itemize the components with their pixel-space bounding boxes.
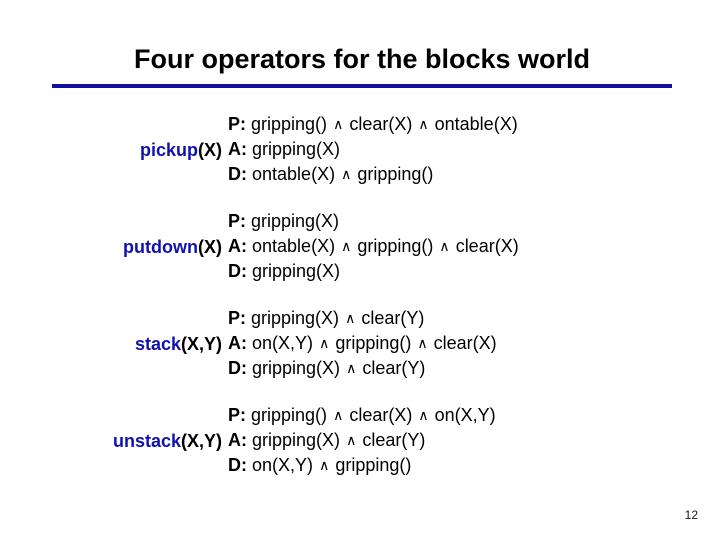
- conjunction-icon: ∧: [319, 335, 330, 351]
- conjunction-icon: ∧: [418, 116, 429, 132]
- conjunction-icon: ∧: [439, 238, 450, 254]
- predicate-term: gripping(X): [252, 261, 341, 281]
- add-list-line: A: gripping(X) ∧ clear(Y): [228, 428, 720, 453]
- delete-list-line: D: ontable(X) ∧ gripping(): [228, 162, 720, 187]
- operator-effects: P: gripping() ∧ clear(X) ∧ on(X,Y)A: gri…: [228, 403, 720, 478]
- predicate-term: gripping(X): [252, 139, 341, 159]
- effect-label: A:: [228, 236, 247, 256]
- predicate-term: ontable(X): [252, 164, 336, 184]
- predicate-term: on(X,Y): [252, 455, 314, 475]
- predicate-term: clear(Y): [362, 358, 426, 378]
- effect-label: P:: [228, 211, 246, 231]
- effect-label: A:: [228, 333, 247, 353]
- effect-label: P:: [228, 405, 246, 425]
- operator-group: unstack(X,Y)P: gripping() ∧ clear(X) ∧ o…: [0, 403, 720, 478]
- predicate-term: gripping(): [357, 236, 434, 256]
- conjunction-icon: ∧: [333, 407, 344, 423]
- predicate-term: clear(Y): [361, 308, 425, 328]
- predicate-term: on(X,Y): [252, 333, 314, 353]
- precondition-line: P: gripping(X) ∧ clear(Y): [228, 306, 720, 331]
- operator-group: stack(X,Y)P: gripping(X) ∧ clear(Y)A: on…: [0, 306, 720, 381]
- operator-arguments: (X,Y): [180, 430, 222, 451]
- operator-name: stack: [134, 333, 181, 354]
- operator-name: putdown: [123, 236, 198, 257]
- predicate-term: gripping(X): [252, 358, 341, 378]
- predicate-term: gripping(): [335, 455, 412, 475]
- conjunction-icon: ∧: [418, 407, 429, 423]
- predicate-term: gripping(X): [251, 211, 340, 231]
- predicate-term: on(X,Y): [434, 405, 496, 425]
- operator-signature: putdown(X): [0, 236, 228, 258]
- operator-arguments: (X): [198, 139, 222, 160]
- conjunction-icon: ∧: [341, 166, 352, 182]
- operator-name: unstack: [112, 430, 181, 451]
- predicate-term: gripping(): [251, 405, 328, 425]
- predicate-term: gripping(X): [251, 308, 340, 328]
- predicate-term: ontable(X): [434, 114, 518, 134]
- effect-label: A:: [228, 139, 247, 159]
- predicate-term: gripping(X): [252, 430, 341, 450]
- effect-label: P:: [228, 114, 246, 134]
- precondition-line: P: gripping(X): [228, 209, 720, 234]
- operator-arguments: (X,Y): [180, 333, 222, 354]
- conjunction-icon: ∧: [333, 116, 344, 132]
- predicate-term: clear(X): [349, 405, 413, 425]
- operator-signature: pickup(X): [0, 139, 228, 161]
- delete-list-line: D: on(X,Y) ∧ gripping(): [228, 453, 720, 478]
- effect-label: P:: [228, 308, 246, 328]
- page-number: 12: [684, 508, 698, 522]
- add-list-line: A: on(X,Y) ∧ gripping() ∧ clear(X): [228, 331, 720, 356]
- delete-list-line: D: gripping(X): [228, 259, 720, 284]
- predicate-term: clear(X): [349, 114, 413, 134]
- effect-label: D:: [228, 358, 247, 378]
- predicate-term: clear(X): [433, 333, 497, 353]
- operator-effects: P: gripping(X)A: ontable(X) ∧ gripping()…: [228, 209, 720, 284]
- operator-name: pickup: [139, 139, 198, 160]
- operator-group: pickup(X)P: gripping() ∧ clear(X) ∧ onta…: [0, 112, 720, 187]
- delete-list-line: D: gripping(X) ∧ clear(Y): [228, 356, 720, 381]
- operator-effects: P: gripping() ∧ clear(X) ∧ ontable(X)A: …: [228, 112, 720, 187]
- predicate-term: clear(X): [455, 236, 519, 256]
- conjunction-icon: ∧: [346, 360, 357, 376]
- page-title: Four operators for the blocks world: [133, 44, 591, 74]
- operator-effects: P: gripping(X) ∧ clear(Y)A: on(X,Y) ∧ gr…: [228, 306, 720, 381]
- predicate-term: ontable(X): [252, 236, 336, 256]
- effect-label: D:: [228, 164, 247, 184]
- precondition-line: P: gripping() ∧ clear(X) ∧ on(X,Y): [228, 403, 720, 428]
- predicate-term: clear(Y): [362, 430, 426, 450]
- conjunction-icon: ∧: [346, 432, 357, 448]
- operator-signature: unstack(X,Y): [0, 430, 228, 452]
- precondition-line: P: gripping() ∧ clear(X) ∧ ontable(X): [228, 112, 720, 137]
- conjunction-icon: ∧: [345, 310, 356, 326]
- conjunction-icon: ∧: [319, 457, 330, 473]
- predicate-term: gripping(): [251, 114, 328, 134]
- effect-label: D:: [228, 261, 247, 281]
- operator-arguments: (X): [198, 236, 222, 257]
- add-list-line: A: ontable(X) ∧ gripping() ∧ clear(X): [228, 234, 720, 259]
- operator-group: putdown(X)P: gripping(X)A: ontable(X) ∧ …: [0, 209, 720, 284]
- predicate-term: gripping(): [335, 333, 412, 353]
- operator-signature: stack(X,Y): [0, 333, 228, 355]
- operator-list: pickup(X)P: gripping() ∧ clear(X) ∧ onta…: [0, 112, 720, 478]
- effect-label: A:: [228, 430, 247, 450]
- add-list-line: A: gripping(X): [228, 137, 720, 162]
- title-divider: [52, 84, 672, 88]
- predicate-term: gripping(): [357, 164, 434, 184]
- effect-label: D:: [228, 455, 247, 475]
- conjunction-icon: ∧: [417, 335, 428, 351]
- conjunction-icon: ∧: [341, 238, 352, 254]
